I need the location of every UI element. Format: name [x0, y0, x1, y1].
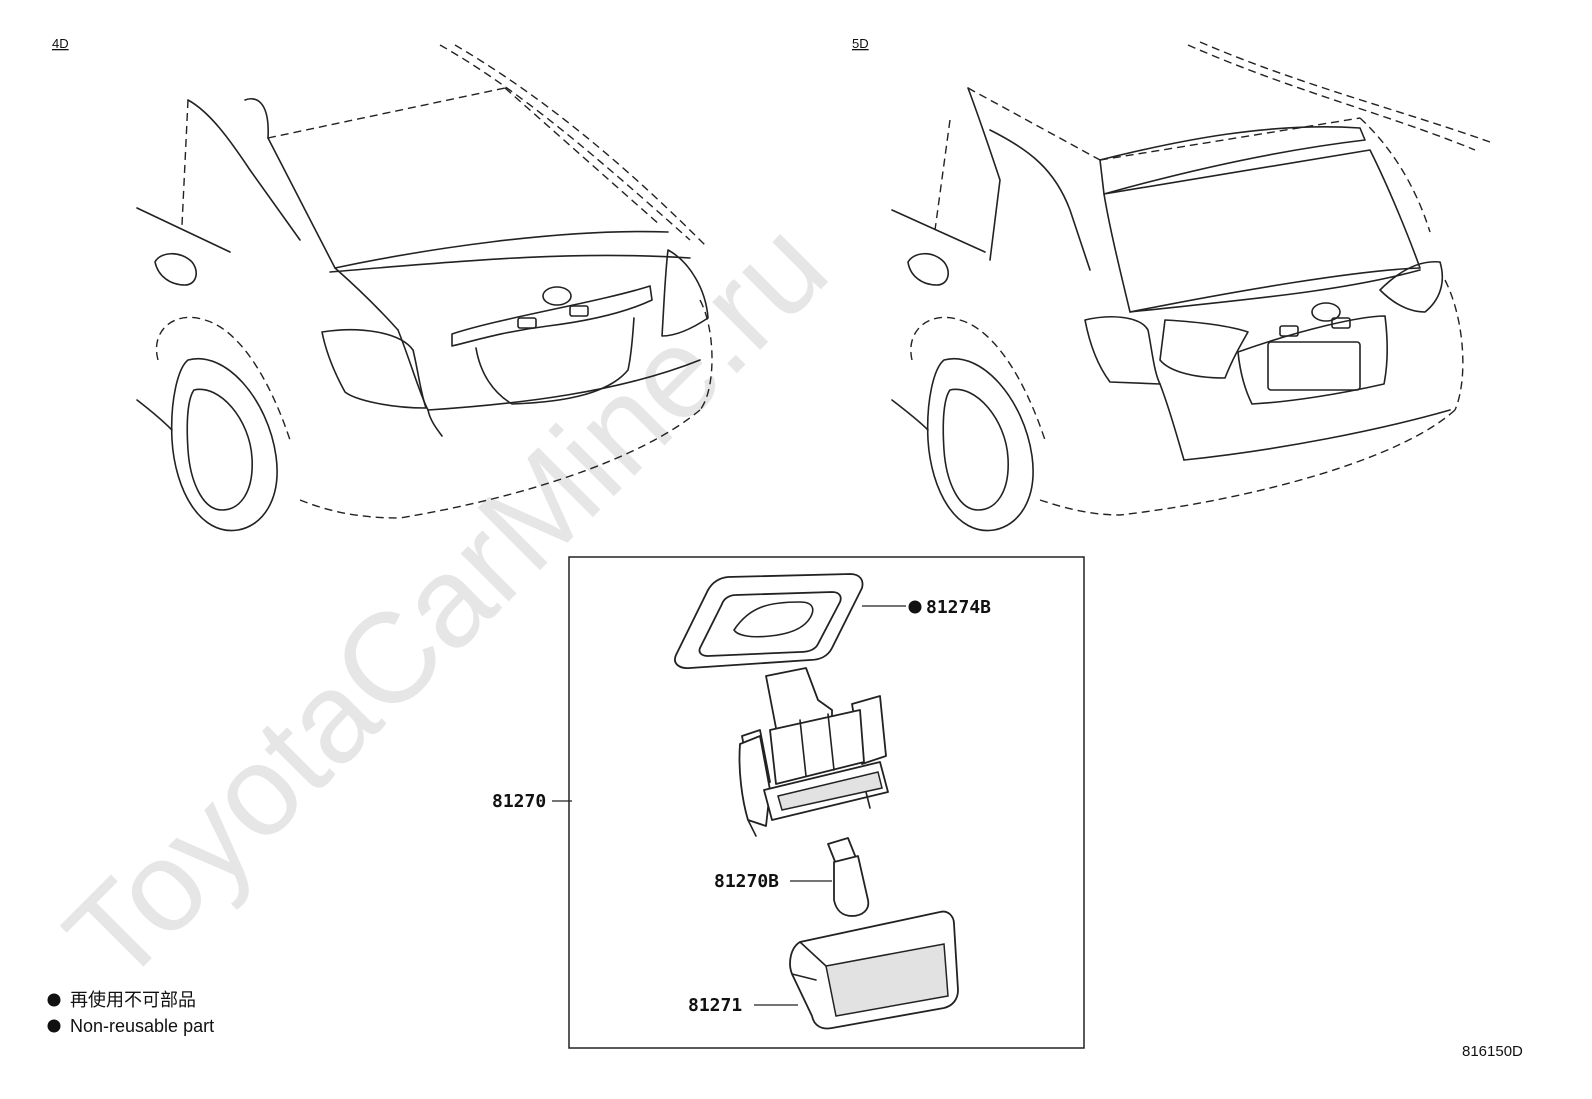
parts-detail-frame	[568, 556, 1085, 1049]
variant-label-4d: 4D	[52, 36, 69, 51]
lamp-housing-81270-illustration	[738, 667, 889, 837]
part-number-81271: 81271	[688, 995, 742, 1016]
diagram-id: 816150D	[1462, 1043, 1523, 1060]
part-number-81274b: 81274B	[926, 597, 991, 618]
bulb-81270b-illustration	[827, 837, 870, 917]
legend-bullet-jp	[47, 993, 61, 1007]
non-reusable-marker	[908, 600, 922, 614]
part-number-81270: 81270	[492, 791, 546, 812]
lens-81271-illustration	[789, 910, 959, 1030]
legend-bullet-en	[47, 1019, 61, 1033]
legend-text-en: Non-reusable part	[70, 1016, 214, 1036]
wagon-5d-illustration	[891, 41, 1491, 532]
gasket-81274b-illustration	[674, 573, 864, 669]
part-number-81270b: 81270B	[714, 871, 779, 892]
legend-text-jp: 再使用不可部品	[70, 990, 196, 1010]
sedan-4d-illustration	[136, 44, 713, 532]
legend: 再使用不可部品 Non-reusable part	[47, 990, 214, 1036]
variant-label-5d: 5D	[852, 36, 869, 51]
